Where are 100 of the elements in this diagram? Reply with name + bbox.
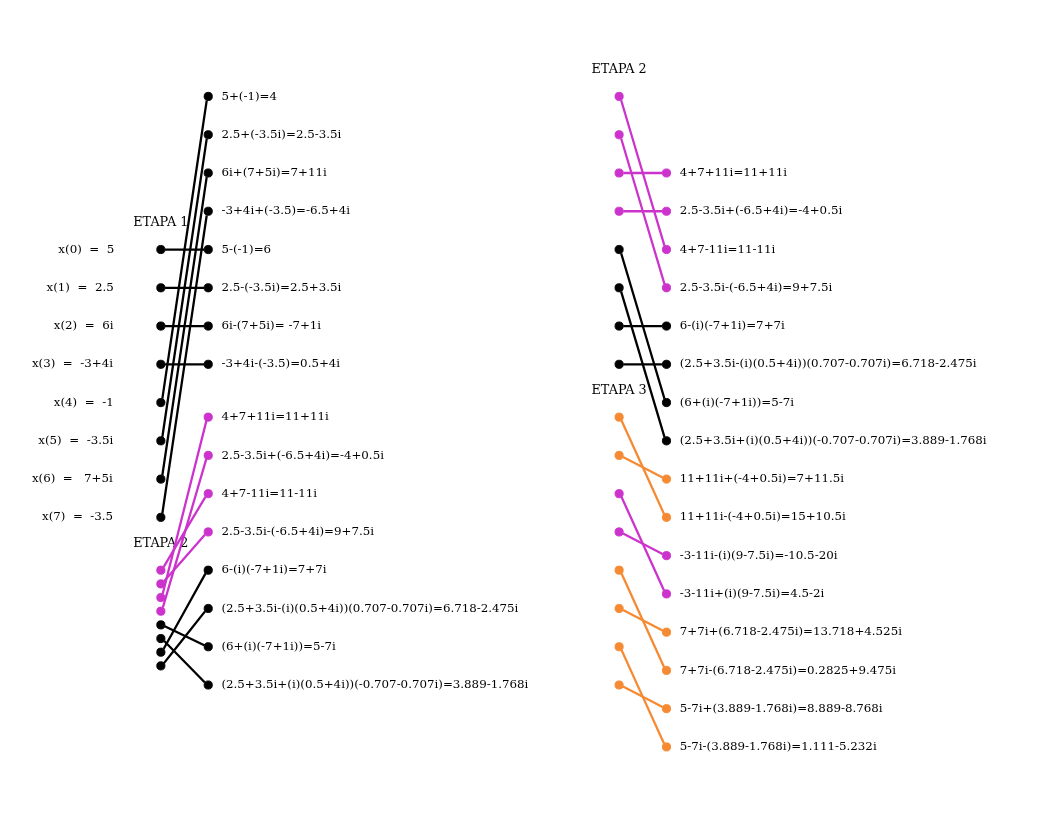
node-label: (2.5+3.5i-(i)(0.5+4i))(0.707-0.707i)=6.718-2.475i bbox=[679, 355, 977, 370]
node-label: 2.5-(-3.5i)=2.5+3.5i bbox=[221, 279, 342, 294]
node-circle bbox=[661, 206, 672, 216]
connector bbox=[163, 639, 206, 683]
node-circle bbox=[661, 435, 672, 445]
node-label: x(6) = 7+5i bbox=[31, 470, 113, 485]
node-circle bbox=[203, 641, 213, 651]
node-circle bbox=[156, 474, 166, 484]
node-circle bbox=[661, 474, 672, 484]
connector bbox=[623, 362, 663, 365]
node-circle bbox=[614, 129, 624, 139]
label: ETAPA 3 bbox=[591, 381, 647, 397]
node-circle bbox=[156, 619, 166, 629]
node-circle bbox=[661, 397, 672, 407]
node-circle bbox=[156, 578, 166, 588]
node-circle bbox=[203, 412, 213, 422]
node-label: 5-7i-(3.889-1.768i)=1.111-5.232i bbox=[679, 738, 877, 753]
connector bbox=[161, 138, 208, 437]
node-label: -3-11i+(i)(9-7.5i)=4.5-2i bbox=[679, 585, 825, 600]
node-circle bbox=[661, 167, 672, 178]
connector bbox=[161, 100, 208, 399]
connector bbox=[623, 324, 663, 327]
node-circle bbox=[203, 282, 213, 292]
node-circle bbox=[661, 244, 672, 254]
node-label: 6i-(7+5i)= -7+1i bbox=[221, 317, 322, 332]
connector bbox=[622, 455, 664, 479]
node-circle bbox=[614, 91, 624, 101]
node-circle bbox=[614, 412, 624, 422]
node-circle bbox=[203, 167, 213, 178]
connector bbox=[165, 324, 205, 327]
connector bbox=[623, 171, 663, 174]
node-circle bbox=[614, 603, 624, 613]
connector bbox=[620, 99, 666, 246]
node-circle bbox=[203, 244, 213, 254]
node-circle bbox=[156, 592, 166, 602]
node-circle bbox=[614, 167, 624, 178]
node-circle bbox=[203, 206, 213, 216]
node-label: (2.5+3.5i+(i)(0.5+4i))(-0.707-0.707i)=3.889-1.768i bbox=[679, 432, 987, 447]
node-circle bbox=[156, 244, 166, 254]
node-circle bbox=[203, 359, 213, 369]
node-circle bbox=[614, 321, 624, 331]
node-circle bbox=[614, 488, 624, 498]
node-label: -3-11i-(i)(9-7.5i)=-10.5-20i bbox=[679, 547, 838, 562]
node-label: 7+7i-(6.718-2.475i)=0.2825+9.475i bbox=[679, 662, 897, 677]
node-circle bbox=[156, 565, 166, 575]
node-label: x(1) = 2.5 bbox=[46, 279, 114, 294]
node-label: 2.5-3.5i-(-6.5+4i)=9+7.5i bbox=[679, 279, 833, 294]
node-circle bbox=[614, 282, 624, 292]
node-label: (6+(i)(-7+1i))=5-7i bbox=[679, 394, 795, 409]
connector bbox=[623, 209, 663, 212]
node-label: 5+(-1)=4 bbox=[221, 88, 278, 103]
node-label: x(3) = -3+4i bbox=[31, 355, 114, 370]
node-label: 2.5-3.5i+(-6.5+4i)=-4+0.5i bbox=[679, 202, 843, 217]
connector bbox=[165, 286, 205, 289]
node-label: 2.5-3.5i+(-6.5+4i)=-4+0.5i bbox=[221, 447, 384, 462]
node-label: 11+11i-(-4+0.5i)=15+10.5i bbox=[679, 508, 846, 523]
connector bbox=[162, 572, 207, 649]
node-label: 7+7i+(6.718-2.475i)=13.718+4.525i bbox=[679, 623, 902, 638]
node-circle bbox=[614, 244, 624, 254]
connector bbox=[162, 495, 207, 567]
node-circle bbox=[203, 565, 213, 575]
node-circle bbox=[156, 397, 166, 407]
connector bbox=[622, 532, 664, 555]
connector bbox=[164, 624, 205, 646]
node-circle bbox=[661, 282, 672, 292]
node-label: 2.5+(-3.5i)=2.5-3.5i bbox=[221, 126, 342, 141]
node-label: 4+7-11i=11-11i bbox=[221, 485, 318, 500]
node-circle bbox=[614, 641, 624, 651]
node-label: 2.5-3.5i-(-6.5+4i)=9+7.5i bbox=[221, 523, 375, 538]
node-label: 6i+(7+5i)=7+11i bbox=[221, 164, 327, 179]
node-circle bbox=[661, 550, 672, 560]
node-circle bbox=[203, 450, 213, 460]
node-circle bbox=[156, 435, 166, 445]
connector bbox=[163, 533, 206, 582]
node-circle bbox=[614, 565, 624, 575]
node-circle bbox=[661, 703, 672, 713]
node-circle bbox=[156, 633, 166, 643]
node-circle bbox=[614, 526, 624, 536]
node-label: 4+7-11i=11-11i bbox=[679, 241, 776, 256]
node-circle bbox=[203, 603, 213, 613]
connector bbox=[161, 420, 208, 594]
node-circle bbox=[614, 359, 624, 369]
node-circle bbox=[203, 129, 213, 139]
node-circle bbox=[203, 91, 213, 101]
node-label: -3+4i+(-3.5)=-6.5+4i bbox=[221, 202, 351, 217]
connector bbox=[165, 362, 205, 365]
node-circle bbox=[156, 512, 166, 522]
node-circle bbox=[156, 647, 166, 657]
node-label: 11+11i+(-4+0.5i)=7+11.5i bbox=[679, 470, 845, 485]
node-circle bbox=[203, 488, 213, 498]
node-label: x(5) = -3.5i bbox=[38, 432, 114, 447]
node-label: (6+(i)(-7+1i))=5-7i bbox=[221, 638, 336, 653]
node-label: (2.5+3.5i+(i)(0.5+4i))(-0.707-0.707i)=3.889-1.768i bbox=[221, 676, 529, 691]
node-label: 4+7+11i=11+11i bbox=[679, 164, 788, 179]
connector bbox=[161, 176, 208, 475]
node-circle bbox=[614, 450, 624, 460]
node-label: 5-(-1)=6 bbox=[221, 241, 272, 256]
node-label: x(2) = 6i bbox=[53, 317, 114, 332]
node-label: 6-(i)(-7+1i)=7+7i bbox=[221, 561, 327, 576]
node-circle bbox=[661, 321, 672, 331]
